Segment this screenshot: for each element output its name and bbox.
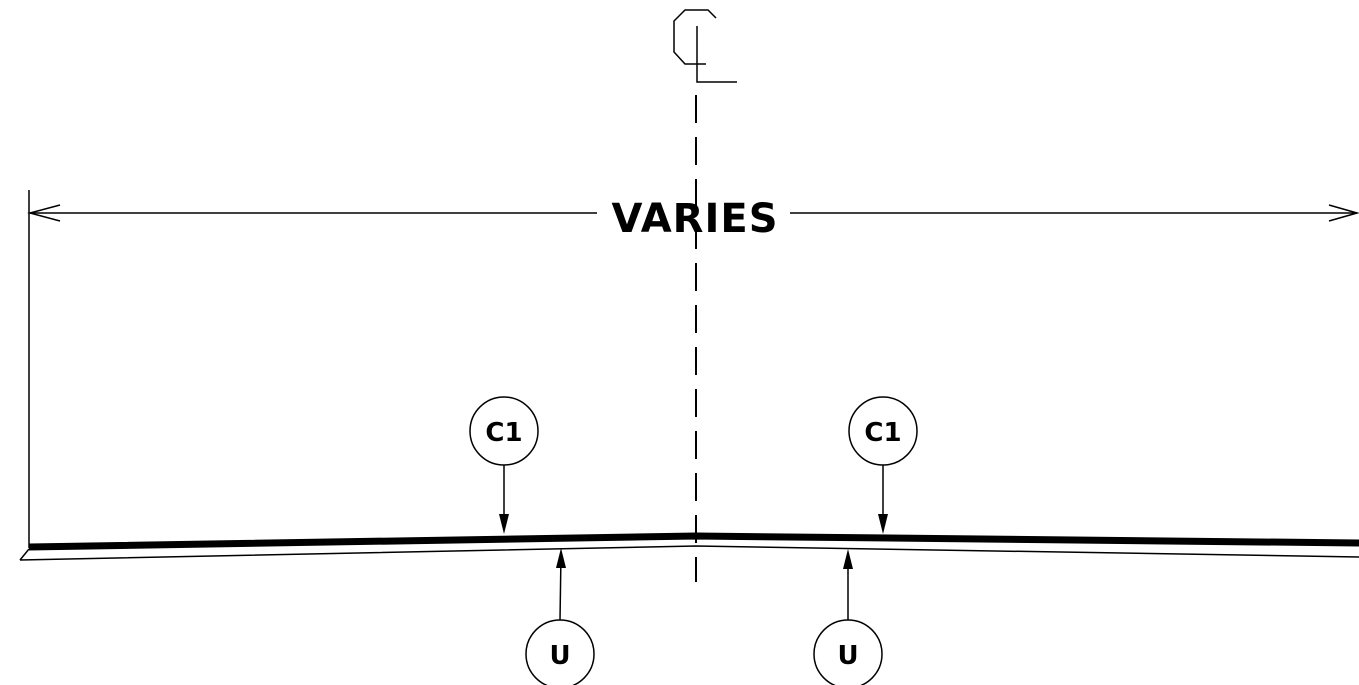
callout-c1-right: C1	[848, 396, 918, 534]
callout-u-right: U	[813, 549, 883, 685]
callout-u-left: U	[525, 548, 595, 685]
callout-c1-left-label: C1	[485, 418, 522, 448]
surface-course	[28, 532, 1359, 551]
callout-c1-right-label: C1	[864, 418, 901, 448]
dimension-label: VARIES	[611, 196, 778, 242]
dimension-line	[27, 204, 1359, 222]
centerline-symbol-icon	[673, 9, 737, 83]
callout-u-left-label: U	[549, 641, 570, 671]
callout-c1-left: C1	[469, 396, 539, 534]
subgrade-line	[19, 545, 1359, 561]
callout-u-right-label: U	[837, 641, 858, 671]
